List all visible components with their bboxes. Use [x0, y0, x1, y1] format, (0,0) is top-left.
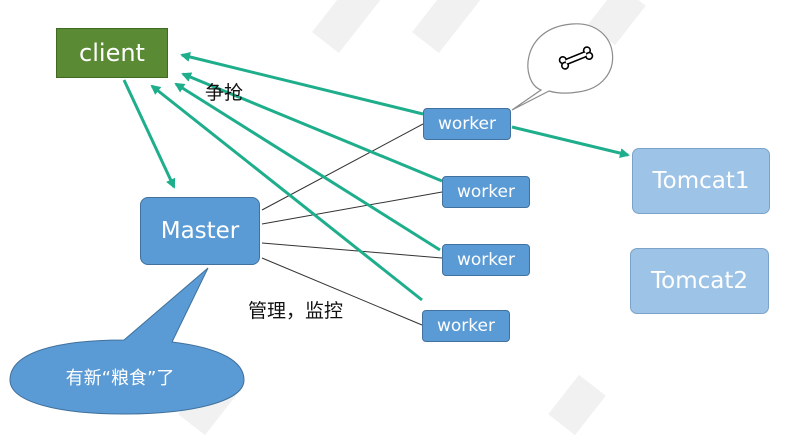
compete-arrow-2 — [181, 72, 443, 183]
worker-node-2[interactable]: worker — [442, 176, 530, 208]
manage-line-1 — [261, 123, 424, 211]
manage-line-4 — [261, 257, 423, 326]
master-callout — [9, 267, 245, 415]
manage-line-2 — [261, 191, 443, 225]
bone-icon — [558, 46, 594, 70]
diagram-canvas: client Master worker worker worker worke… — [9, 0, 770, 435]
compete-arrow-4 — [150, 84, 423, 302]
bone-thought-bubble — [511, 23, 614, 111]
manage-monitor-label: 管理，监控 — [248, 300, 344, 322]
tomcat2-node[interactable]: Tomcat2 — [630, 248, 769, 314]
tomcat1-node[interactable]: Tomcat1 — [632, 148, 770, 214]
master-node[interactable]: Master — [140, 197, 260, 265]
worker-node-1[interactable]: worker — [423, 108, 511, 140]
compete-arrow-3 — [174, 82, 441, 252]
connections-layer — [9, 23, 630, 415]
client-to-master-arrow — [122, 79, 176, 189]
worker-node-4[interactable]: worker — [422, 310, 510, 342]
manage-line-3 — [261, 242, 443, 259]
compete-arrow-1 — [180, 52, 424, 116]
client-node[interactable]: client — [56, 28, 168, 78]
worker-to-tomcat-arrow — [511, 125, 630, 158]
compete-label: 争抢 — [205, 82, 244, 104]
worker-node-3[interactable]: worker — [442, 244, 530, 276]
callout-text: 有新“粮食”了 — [65, 368, 175, 389]
